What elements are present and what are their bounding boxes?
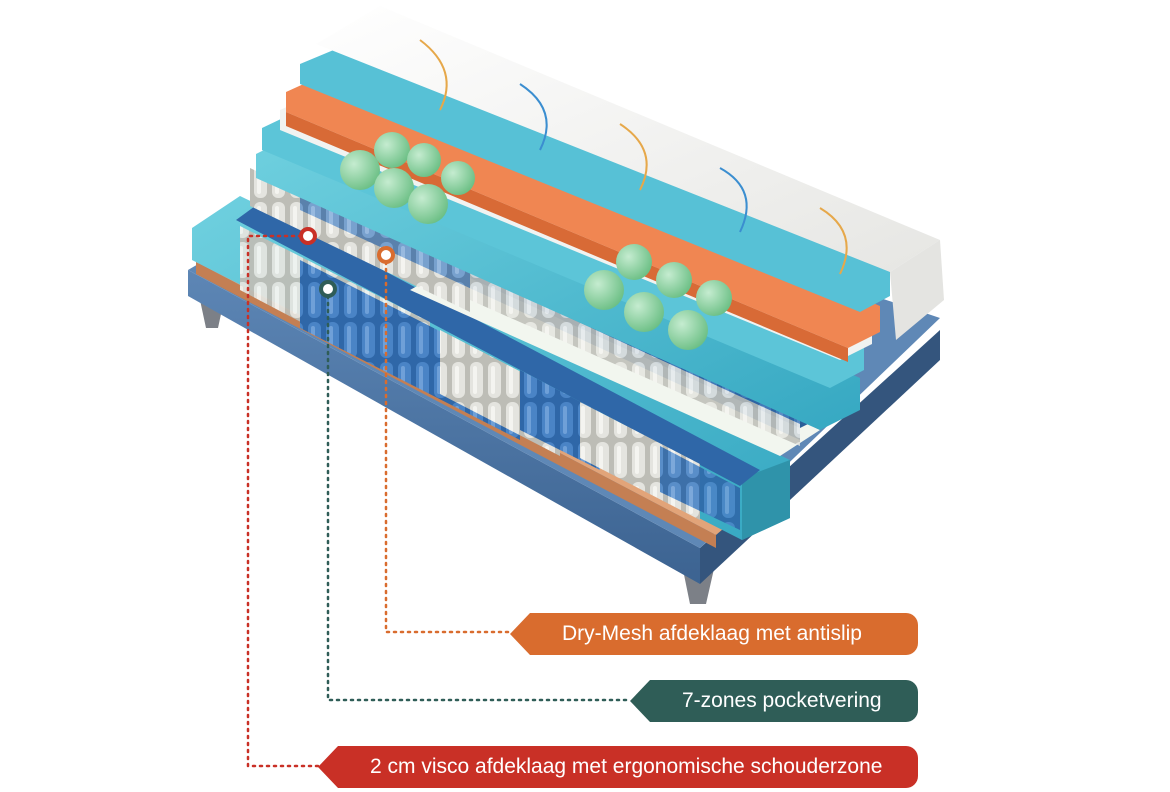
- callout-visco: 2 cm visco afdeklaag met ergonomische sc…: [318, 746, 918, 788]
- marker-red: [299, 227, 317, 245]
- callout-visco-label: 2 cm visco afdeklaag met ergonomische sc…: [370, 755, 883, 778]
- callout-dry-mesh-label: Dry-Mesh afdeklaag met antislip: [562, 622, 862, 645]
- marker-orange: [377, 246, 395, 264]
- orange-foam-layer: [286, 72, 880, 348]
- topper-top: [316, 6, 940, 272]
- leader-orange: [384, 260, 512, 634]
- latex-balls: [340, 132, 732, 350]
- callout-pocketvering: 7-zones pocketvering: [630, 680, 918, 722]
- topper-front: [890, 240, 944, 340]
- leader-green: [326, 294, 632, 702]
- pocket-springs-lower: [236, 204, 760, 486]
- teal-comfort-layer: [300, 44, 890, 312]
- callout-pocketvering-label: 7-zones pocketvering: [682, 689, 882, 712]
- marker-green: [319, 280, 337, 298]
- boxspring-base: [188, 270, 700, 584]
- leader-red: [246, 234, 320, 768]
- callout-dry-mesh: Dry-Mesh afdeklaag met antislip: [510, 613, 918, 655]
